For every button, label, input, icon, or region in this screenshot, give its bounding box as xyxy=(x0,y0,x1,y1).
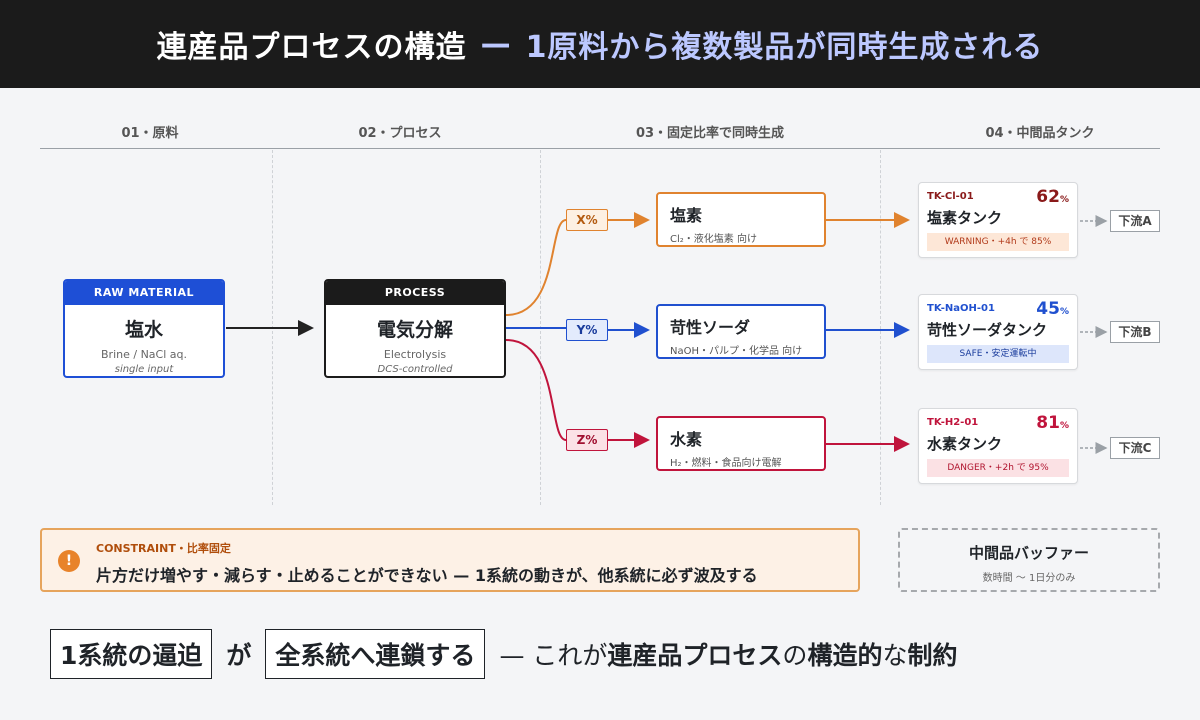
process-sub: Electrolysis xyxy=(383,348,447,361)
product-desc: Cl₂・液化塩素 向け xyxy=(670,234,757,245)
process-name: 電気分解 xyxy=(376,319,453,341)
column-separator xyxy=(880,150,881,505)
tank-id: TK-Cl-01 xyxy=(927,191,974,202)
page-title: 連産品プロセスの構造 xyxy=(156,30,467,65)
ratio-badge-x: X% xyxy=(566,209,608,231)
product-node-caustic-soda[interactable]: 苛性ソーダ NaOH・パルプ・化学品 向け xyxy=(656,304,826,359)
product-desc: H₂・燃料・食品向け電解 xyxy=(670,458,782,469)
column-label-tanks: 04・中間品タンク xyxy=(985,126,1095,141)
tank-id: TK-NaOH-01 xyxy=(927,303,995,314)
column-label-raw: 01・原料 xyxy=(121,126,179,141)
process-note: DCS-controlled xyxy=(377,364,453,375)
buffer-note: 中間品バッファー 数時間 〜 1日分のみ xyxy=(898,528,1160,592)
product-desc: NaOH・パルプ・化学品 向け xyxy=(670,346,803,357)
constraint-label: CONSTRAINT・比率固定 xyxy=(96,542,231,555)
tank-card-hydrogen[interactable]: TK-H2-01 81% 水素タンク DANGER・+2h で 95% xyxy=(918,408,1078,484)
conclusion-box-1: 1系統の逼迫 xyxy=(50,629,213,679)
tank-status-badge: WARNING・+4h で 85% xyxy=(927,233,1069,251)
tank-level: 81% xyxy=(1036,413,1069,433)
tank-name: 苛性ソーダタンク xyxy=(927,321,1048,339)
constraint-callout: ! CONSTRAINT・比率固定 片方だけ増やす・減らす・止めることができない… xyxy=(40,528,860,592)
product-node-hydrogen[interactable]: 水素 H₂・燃料・食品向け電解 xyxy=(656,416,826,471)
tank-status-badge: SAFE・安定運転中 xyxy=(927,345,1069,363)
constraint-text: 片方だけ増やす・減らす・止めることができない — 1系統の動きが、他系統に必ず波… xyxy=(96,566,758,585)
product-node-chlorine[interactable]: 塩素 Cl₂・液化塩素 向け xyxy=(656,192,826,247)
conclusion-box-2: 全系統へ連鎖する xyxy=(265,629,486,679)
page-header: 連産品プロセスの構造 — 1原料から複数製品が同時生成される xyxy=(0,0,1200,88)
process-node[interactable]: PROCESS 電気分解 Electrolysis DCS-controlled xyxy=(324,279,506,378)
raw-material-node[interactable]: RAW MATERIAL 塩水 Brine / NaCl aq. single … xyxy=(63,279,225,378)
downstream-c[interactable]: 下流C xyxy=(1110,437,1160,459)
buffer-sub: 数時間 〜 1日分のみ xyxy=(982,573,1076,584)
tank-status-badge: DANGER・+2h で 95% xyxy=(927,459,1069,477)
warning-icon: ! xyxy=(58,550,80,572)
downstream-a[interactable]: 下流A xyxy=(1110,210,1160,232)
page-subtitle: 1原料から複数製品が同時生成される xyxy=(525,30,1044,65)
product-name: 水素 xyxy=(670,430,703,449)
tank-card-caustic-soda[interactable]: TK-NaOH-01 45% 苛性ソーダタンク SAFE・安定運転中 xyxy=(918,294,1078,370)
buffer-title: 中間品バッファー xyxy=(968,544,1089,562)
ratio-badge-y: Y% xyxy=(566,319,608,341)
product-name: 塩素 xyxy=(670,206,703,225)
raw-material-name: 塩水 xyxy=(124,319,163,341)
raw-material-caption: RAW MATERIAL xyxy=(65,281,223,305)
tank-level: 62% xyxy=(1036,187,1069,207)
process-caption: PROCESS xyxy=(326,281,504,305)
column-label-products: 03・固定比率で同時生成 xyxy=(635,126,785,141)
tank-name: 塩素タンク xyxy=(927,209,1003,227)
conclusion-connector: が xyxy=(226,641,252,670)
downstream-b[interactable]: 下流B xyxy=(1110,321,1160,343)
tank-card-chlorine[interactable]: TK-Cl-01 62% 塩素タンク WARNING・+4h で 85% xyxy=(918,182,1078,258)
column-divider-line xyxy=(40,148,1160,149)
page-title-dash: — xyxy=(480,26,512,62)
product-name: 苛性ソーダ xyxy=(670,318,751,337)
tank-id: TK-H2-01 xyxy=(927,417,979,428)
tank-level: 45% xyxy=(1036,299,1069,319)
tank-name: 水素タンク xyxy=(927,435,1003,453)
conclusion-message: 1系統の逼迫 が 全系統へ連鎖する — これが連産品プロセスの構造的な制約 xyxy=(50,626,957,682)
raw-material-note: single input xyxy=(114,364,174,375)
conclusion-tail: — これが連産品プロセスの構造的な制約 xyxy=(499,641,958,670)
column-label-process: 02・プロセス xyxy=(358,126,442,141)
ratio-badge-z: Z% xyxy=(566,429,608,451)
raw-material-sub: Brine / NaCl aq. xyxy=(101,348,187,361)
